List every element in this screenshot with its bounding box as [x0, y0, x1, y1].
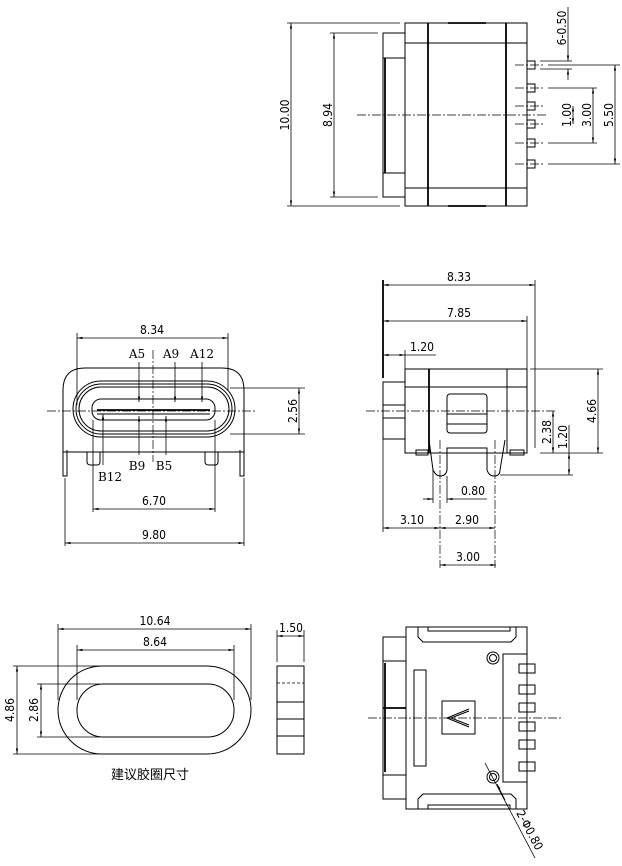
- gasket-caption: 建议胶圈尺寸: [111, 767, 189, 783]
- dim-10-64: 10.64: [140, 614, 171, 628]
- dim-1-00: 1.00: [560, 103, 574, 127]
- dim-6-0-50: 6-0.50: [555, 10, 569, 45]
- dim-10-00: 10.00: [278, 99, 292, 130]
- dim-2-56: 2.56: [286, 399, 300, 423]
- dim-7-85: 7.85: [447, 306, 471, 320]
- pin-label-b5: B5: [156, 459, 172, 473]
- pin-label-b9: B9: [129, 459, 145, 473]
- dim-4-66: 4.66: [585, 399, 599, 423]
- dim-5-50: 5.50: [602, 103, 616, 127]
- dim-4-86: 4.86: [3, 698, 17, 722]
- pin-label-a9: A9: [162, 347, 179, 361]
- side-view: 8.33 7.85 1.20 4.66 2.38 1.20 0.80 3.10 …: [366, 270, 603, 568]
- dim-3-00-legs: 3.00: [456, 550, 480, 564]
- dim-9-80: 9.80: [142, 528, 166, 542]
- dim-3-10: 3.10: [400, 513, 424, 527]
- pin-label-a12: A12: [189, 347, 214, 361]
- dim-8-33: 8.33: [447, 270, 471, 284]
- dim-1-50: 1.50: [279, 621, 303, 635]
- dim-8-64: 8.64: [143, 635, 167, 649]
- gasket-view: 10.64 8.64 4.86 2.86 1.50 建议胶圈尺寸: [3, 614, 305, 783]
- top-pins: [515, 60, 545, 169]
- dim-2-90: 2.90: [455, 513, 479, 527]
- dim-1-20-flange: 1.20: [410, 340, 434, 354]
- dim-8-34: 8.34: [140, 323, 164, 337]
- marking-box: [441, 700, 476, 735]
- bottom-pins: [518, 663, 536, 772]
- hole-callout: 2-Φ0.80: [513, 808, 546, 853]
- dim-2-86: 2.86: [27, 698, 41, 722]
- bottom-view: 2-Φ0.80: [368, 626, 562, 859]
- front-view: 8.34 A5 A9 A12 B12 B9 B5 2.56 6.70 9.80: [47, 323, 305, 546]
- dim-2-38: 2.38: [540, 420, 554, 444]
- dim-3-00: 3.00: [580, 103, 594, 127]
- dim-0-80: 0.80: [461, 484, 485, 498]
- dim-6-70: 6.70: [142, 494, 166, 508]
- dim-8-94: 8.94: [321, 103, 335, 127]
- pin-label-a5: A5: [128, 347, 145, 361]
- pin-label-b12: B12: [98, 470, 122, 484]
- dim-1-20-leg: 1.20: [556, 425, 570, 449]
- top-view: 10.00 8.94 6-0.50 1.00 3.00 5.50: [278, 7, 620, 207]
